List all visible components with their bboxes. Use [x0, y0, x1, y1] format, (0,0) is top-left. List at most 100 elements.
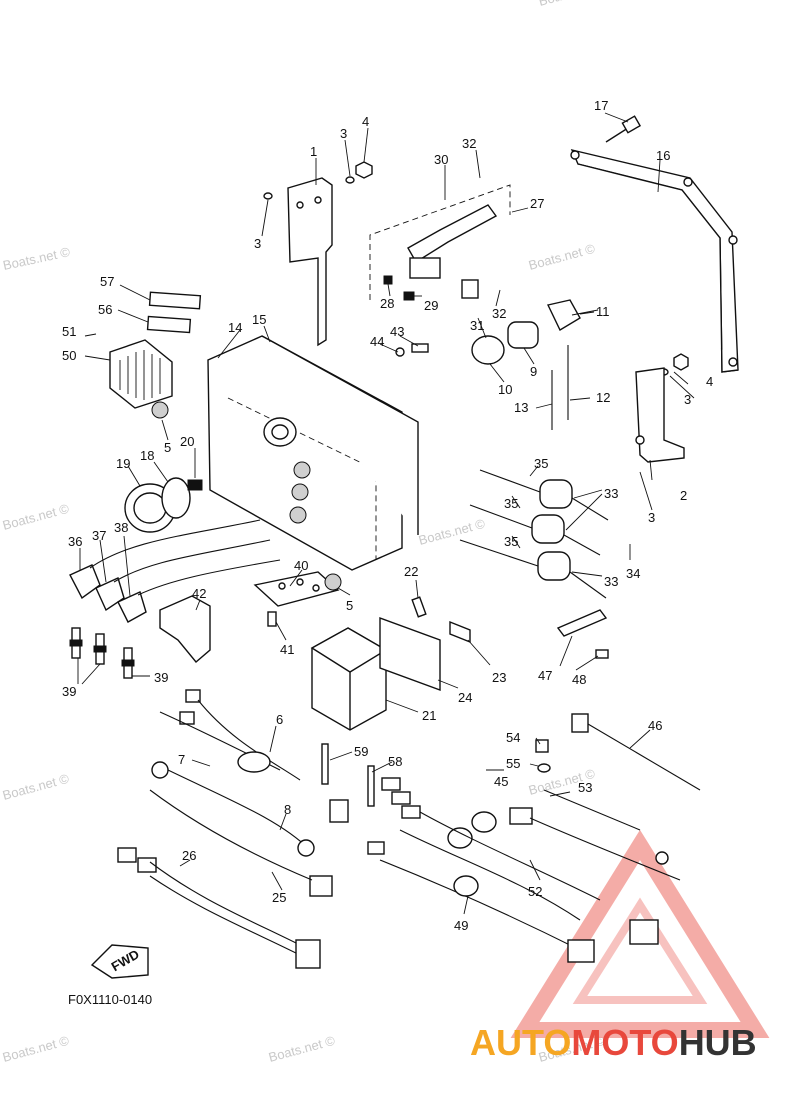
screw-set: [395, 343, 429, 357]
callout-8: 8: [284, 802, 291, 817]
callout-39: 39: [62, 684, 76, 699]
logo-part-auto: AUTO: [470, 1022, 571, 1063]
switch-assembly: [471, 299, 581, 430]
callout-45: 45: [494, 774, 508, 789]
connector-block: [159, 595, 211, 663]
callout-29: 29: [424, 298, 438, 313]
callout-25: 25: [272, 890, 286, 905]
callout-4: 4: [362, 114, 369, 129]
watermark: Boats.net ©: [2, 244, 72, 273]
callout-30: 30: [434, 152, 448, 167]
cap-assembly: [124, 477, 203, 533]
callout-leaders: [77, 112, 695, 915]
callout-3: 3: [340, 126, 347, 141]
callout-59: 59: [354, 744, 368, 759]
cable-tie: [367, 765, 375, 807]
callout-21: 21: [422, 708, 436, 723]
harness-lower: [117, 689, 349, 969]
callout-5: 5: [164, 440, 171, 455]
callout-3: 3: [254, 236, 261, 251]
callout-28: 28: [380, 296, 394, 311]
watermark: Boats.net ©: [1, 1033, 71, 1065]
callout-24: 24: [458, 690, 472, 705]
callout-12: 12: [596, 390, 610, 405]
callout-1: 1: [310, 144, 317, 159]
callout-44: 44: [370, 334, 384, 349]
callout-17: 17: [594, 98, 608, 113]
watermark: Boats.net ©: [537, 0, 607, 9]
logo-text: AUTOMOTOHUB: [470, 1022, 757, 1063]
callout-7: 7: [178, 752, 185, 767]
harness-right: [367, 713, 701, 963]
nut: [151, 401, 169, 419]
callout-56: 56: [98, 302, 112, 317]
callout-19: 19: [116, 456, 130, 471]
callout-5: 5: [346, 598, 353, 613]
callout-20: 20: [180, 434, 194, 449]
logo-part-moto: MOTO: [571, 1022, 678, 1063]
bolt: [595, 649, 609, 659]
callout-33: 33: [604, 486, 618, 501]
callout-35: 35: [504, 496, 518, 511]
callout-49: 49: [454, 918, 468, 933]
plug-caps: [69, 519, 281, 623]
callout-27: 27: [530, 196, 544, 211]
electrical-box: [207, 335, 419, 571]
watermark: Boats.net ©: [1, 501, 71, 533]
callout-39: 39: [154, 670, 168, 685]
callout-35: 35: [534, 456, 548, 471]
callout-46: 46: [648, 718, 662, 733]
logo-part-hub: HUB: [679, 1022, 757, 1063]
callout-37: 37: [92, 528, 106, 543]
callout-22: 22: [404, 564, 418, 579]
spark-plugs: [69, 627, 135, 679]
callout-51: 51: [62, 324, 76, 339]
callout-36: 36: [68, 534, 82, 549]
relay-group: [369, 184, 511, 301]
cover-gasket: [570, 148, 739, 373]
label-plate: [148, 291, 202, 310]
callout-31: 31: [470, 318, 484, 333]
callout-10: 10: [498, 382, 512, 397]
callout-55: 55: [506, 756, 520, 771]
logo-mark: [510, 829, 770, 1038]
clamp: [556, 609, 608, 637]
callout-48: 48: [572, 672, 586, 687]
callout-4: 4: [706, 374, 713, 389]
callout-41: 41: [280, 642, 294, 657]
rectifier: [109, 339, 173, 409]
callout-9: 9: [530, 364, 537, 379]
callout-33: 33: [604, 574, 618, 589]
callout-13: 13: [514, 400, 528, 415]
cdi-bracket: [379, 596, 471, 692]
callout-32: 32: [462, 136, 476, 151]
callout-14: 14: [228, 320, 242, 335]
callout-42: 42: [192, 586, 206, 601]
callout-38: 38: [114, 520, 128, 535]
callout-numbers: 1 2 3 3 3 3 4 4 5 5 6 7 8 9 10 11 12 13 …: [62, 98, 713, 933]
callout-16: 16: [656, 148, 670, 163]
watermark: Boats.net ©: [527, 241, 597, 273]
callout-57: 57: [100, 274, 114, 289]
callout-52: 52: [528, 884, 542, 899]
callout-58: 58: [388, 754, 402, 769]
callout-3: 3: [648, 510, 655, 525]
nut: [324, 573, 342, 591]
callout-54: 54: [506, 730, 520, 745]
callout-6: 6: [276, 712, 283, 727]
cable-tie: [321, 743, 329, 785]
svg-text:AUTOMOTOHUB: AUTOMOTOHUB: [470, 1022, 757, 1063]
watermark: Boats.net ©: [267, 1033, 337, 1065]
callout-23: 23: [492, 670, 506, 685]
callout-40: 40: [294, 558, 308, 573]
callout-26: 26: [182, 848, 196, 863]
reference-code: F0X1110-0140: [68, 992, 152, 1007]
callout-47: 47: [538, 668, 552, 683]
ignition-coils: [459, 469, 609, 599]
bolt: [605, 115, 642, 143]
watermark: Boats.net ©: [1, 771, 71, 803]
callout-3: 3: [684, 392, 691, 407]
bracket-right: [635, 367, 685, 463]
forward-direction-arrow: FWD: [90, 944, 149, 979]
